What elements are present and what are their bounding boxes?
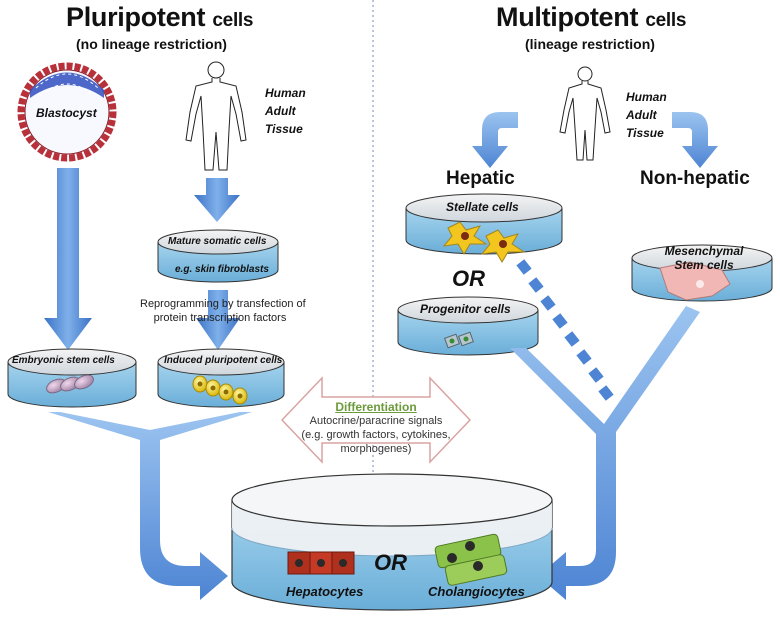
arrow-mature-to-ipsc: [196, 290, 240, 350]
right-title: Multipotent cells: [496, 2, 687, 32]
esc-cell: [74, 374, 94, 390]
dashed-arrow-stellate: [516, 259, 614, 401]
arrow-left-merge: [48, 412, 252, 600]
progenitor-dish: [397, 296, 539, 356]
differentiation-title: Differentiation: [335, 400, 417, 414]
arrow-to-non-hepatic: [672, 112, 718, 168]
signals-line-2: (e.g. growth factors, cytokines,: [301, 429, 451, 441]
left-title: Pluripotent cells: [66, 2, 254, 32]
progenitor-dish-label: Progenitor cells: [420, 302, 511, 316]
mature-dish-sub: e.g. skin fibroblasts: [175, 264, 269, 275]
signals-line-3: morphogenes): [340, 443, 412, 455]
right-subtitle: (lineage restriction): [525, 36, 655, 52]
mature-dish-label: Mature somatic cells: [168, 236, 267, 247]
arrow-blastocyst-to-esc: [44, 168, 92, 350]
mature-somatic-dish: [157, 229, 279, 283]
ipsc-dish-label: Induced pluripotent cells: [164, 355, 283, 366]
cholangiocyte-cells: [434, 533, 508, 586]
ipsc-dish: [157, 348, 285, 408]
arrow-to-hepatic: [472, 112, 518, 168]
or-label-bottom: OR: [374, 550, 407, 575]
blastocyst-illustration: [17, 62, 117, 162]
stellate-dish-label: Stellate cells: [446, 200, 519, 214]
or-label-right: OR: [452, 266, 485, 291]
hepatocyte-cells: [287, 551, 355, 575]
arrow-human-to-mature: [194, 178, 240, 222]
hepatocytes-label: Hepatocytes: [286, 584, 364, 599]
cholangiocytes-label: Cholangiocytes: [428, 584, 525, 599]
arrow-right-merge: [510, 306, 700, 600]
human-figure-right: [559, 66, 611, 161]
differentiation-arrow: [280, 376, 472, 464]
human-figure-left: [185, 61, 247, 171]
signals-line-1: Autocrine/paracrine signals: [309, 415, 443, 427]
left-subtitle: (no lineage restriction): [76, 36, 227, 52]
mesenchymal-dish: [631, 244, 773, 302]
blastocyst-label: Blastocyst: [36, 106, 97, 120]
result-dish: [231, 473, 553, 611]
stellate-dish: [405, 193, 563, 263]
esc-dish: [7, 348, 137, 408]
differentiation-text: Differentiation Autocrine/paracrine sign…: [296, 400, 456, 456]
hepatic-label: Hepatic: [446, 168, 515, 189]
mesenchymal-cell: [659, 261, 731, 301]
esc-dish-label: Embryonic stem cells: [12, 355, 115, 366]
non-hepatic-label: Non-hepatic: [640, 168, 750, 189]
